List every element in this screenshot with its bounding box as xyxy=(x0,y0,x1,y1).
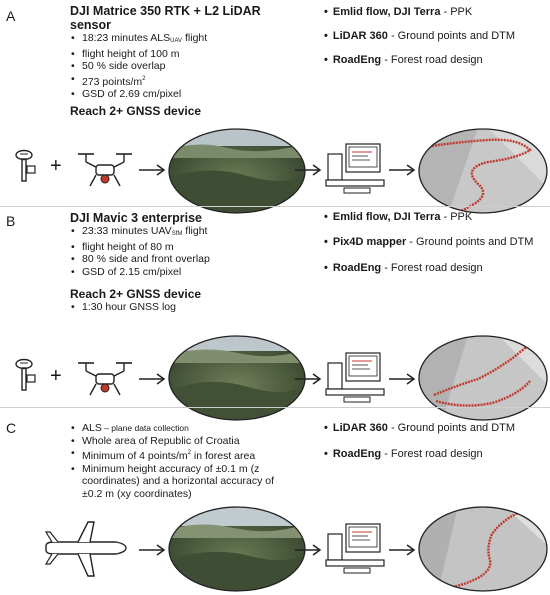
drone-icon xyxy=(78,362,132,396)
dtm-road-design-map xyxy=(418,128,548,214)
sensor-specs-list: 23:33 minutes UAVSfM flight flight heigh… xyxy=(70,225,210,278)
arrow-icon xyxy=(139,544,166,556)
computer-icon xyxy=(325,143,385,194)
panel-c: C ALS – plane data collection Whole area… xyxy=(0,408,550,595)
forest-aerial-photo xyxy=(168,335,306,421)
arrow-icon xyxy=(139,164,166,176)
sensor-title: DJI Matrice 350 RTK + L2 LiDAR sensor xyxy=(70,4,261,32)
arrow-icon xyxy=(295,164,322,176)
sensor-specs-list: 18:23 minutes ALSUAV flight flight heigh… xyxy=(70,32,207,101)
spec-item: GSD of 2.15 cm/pixel xyxy=(70,266,210,279)
panel-letter: A xyxy=(6,8,16,24)
spec-item: Minimum height accuracy of ±0.1 m (z coo… xyxy=(70,463,290,501)
spec-item: 18:23 minutes ALSUAV flight xyxy=(70,32,207,48)
spec-item: flight height of 100 m xyxy=(70,48,207,61)
computer-icon xyxy=(325,352,385,403)
computer-icon xyxy=(325,523,385,574)
sensor-title: DJI Mavic 3 enterprise xyxy=(70,211,203,225)
panel-a: A DJI Matrice 350 RTK + L2 LiDAR sensor … xyxy=(0,0,550,214)
dtm-road-design-map xyxy=(418,506,548,592)
spec-item: GSD of 2.69 cm/pixel xyxy=(70,88,207,101)
gnss-title: Reach 2+ GNSS device xyxy=(70,287,202,301)
software-item: •LiDAR 360 - Ground points and DTM xyxy=(324,422,516,434)
spec-item: 80 % side and front overlap xyxy=(70,253,210,266)
spec-item: 23:33 minutes UAVSfM flight xyxy=(70,225,210,241)
airplane-icon xyxy=(44,521,127,577)
software-item: •RoadEng - Forest road design xyxy=(324,448,483,460)
gnss-receiver-icon xyxy=(15,358,36,391)
plus-icon: + xyxy=(50,155,62,177)
arrow-icon xyxy=(389,373,416,385)
spec-item: 50 % side overlap xyxy=(70,60,207,73)
spec-item: 1:30 hour GNSS log xyxy=(70,301,176,314)
software-item: •Emlid flow, DJI Terra - PPK xyxy=(324,211,473,223)
spec-item: ALS – plane data collection xyxy=(70,422,290,435)
software-item: •RoadEng - Forest road design xyxy=(324,262,483,274)
forest-aerial-photo xyxy=(168,506,306,592)
spec-item: flight height of 80 m xyxy=(70,241,210,254)
software-item: •Pix4D mapper - Ground points and DTM xyxy=(324,236,534,248)
software-item: •LiDAR 360 - Ground points and DTM xyxy=(324,30,516,42)
plus-icon: + xyxy=(50,365,62,387)
panel-b: B DJI Mavic 3 enterprise 23:33 minutes U… xyxy=(0,207,550,421)
spec-item: Whole area of Republic of Croatia xyxy=(70,435,290,448)
gnss-receiver-icon xyxy=(15,149,36,182)
dtm-road-design-map xyxy=(418,335,548,421)
software-item: •RoadEng - Forest road design xyxy=(324,54,483,66)
panel-letter: C xyxy=(6,420,17,436)
panel-letter: B xyxy=(6,213,16,229)
panel-divider xyxy=(0,407,550,408)
forest-aerial-photo xyxy=(168,128,306,214)
arrow-icon xyxy=(139,373,166,385)
arrow-icon xyxy=(295,544,322,556)
gnss-specs-list: 1:30 hour GNSS log xyxy=(70,301,176,314)
arrow-icon xyxy=(295,373,322,385)
als-specs-list: ALS – plane data collection Whole area o… xyxy=(70,422,290,501)
panel-divider xyxy=(0,206,550,207)
arrow-icon xyxy=(389,544,416,556)
spec-item: 273 points/m2 xyxy=(70,73,207,89)
gnss-title: Reach 2+ GNSS device xyxy=(70,104,202,118)
software-item: •Emlid flow, DJI Terra - PPK xyxy=(324,6,473,18)
arrow-icon xyxy=(389,164,416,176)
drone-icon xyxy=(78,153,132,187)
spec-item: Minimum of 4 points/m2 in forest area xyxy=(70,447,290,463)
